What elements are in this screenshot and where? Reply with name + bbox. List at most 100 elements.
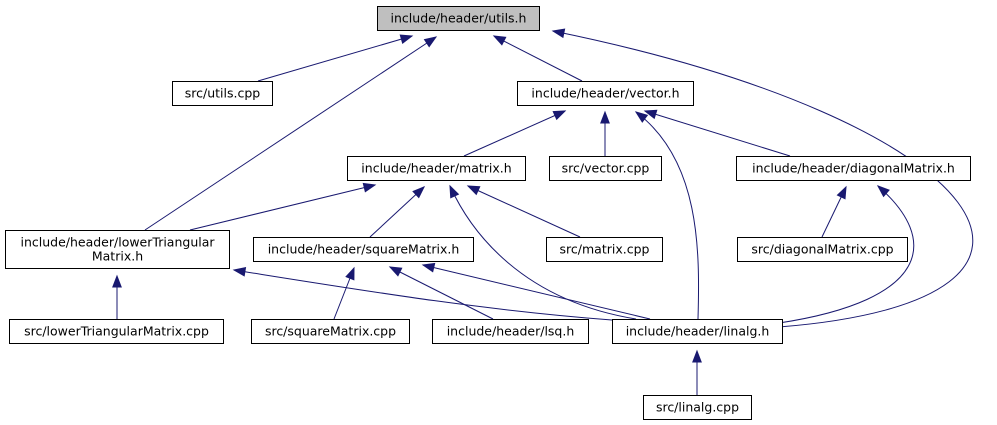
edge-diagonal_cpp-to-diagonal_h: [821, 185, 847, 238]
node-box[interactable]: [9, 319, 224, 344]
node-matrix-cpp[interactable]: src/matrix.cpp: [546, 237, 663, 262]
arrowhead-icon: [362, 182, 377, 193]
edge-line: [644, 110, 791, 157]
node-matrix-h[interactable]: include/header/matrix.h: [347, 156, 526, 181]
node-box[interactable]: [549, 156, 662, 181]
node-box[interactable]: [736, 156, 971, 181]
node-label: include/header/squareMatrix.h: [268, 242, 460, 257]
nodes-layer: include/header/utils.h src/utils.cpp inclu…: [5, 6, 971, 420]
node-lowertri-cpp[interactable]: src/lowerTriangularMatrix.cpp: [9, 319, 224, 344]
arrowhead-icon: [466, 185, 481, 196]
arrowhead-icon: [449, 184, 460, 199]
node-box[interactable]: [347, 156, 526, 181]
edge-line: [778, 185, 915, 324]
edge-linalg_h-to-matrix_h: [449, 184, 637, 320]
edge-linalg_h-to-square_h: [421, 262, 651, 320]
node-square-h[interactable]: include/header/squareMatrix.h: [253, 237, 474, 262]
edge-linalg_cpp-to-linalg_h: [692, 349, 702, 395]
arrowhead-icon: [412, 186, 426, 199]
node-vector-h[interactable]: include/header/vector.h: [517, 81, 694, 106]
edge-line: [257, 35, 413, 82]
edge-line: [463, 110, 566, 157]
edge-lowertri_h-to-utils_h: [144, 36, 438, 231]
node-label: src/vector.cpp: [562, 161, 650, 176]
edge-linalg_h-to-utils_h: [551, 28, 974, 328]
node-diagonal-h[interactable]: include/header/diagonalMatrix.h: [736, 156, 971, 181]
edge-line: [233, 269, 613, 321]
node-label: include/header/lsq.h: [447, 324, 575, 339]
edge-diagonal_h-to-vector_h: [643, 109, 791, 157]
node-lowertri-h[interactable]: include/header/lowerTriangularMatrix.h: [5, 230, 230, 269]
node-box[interactable]: [517, 81, 694, 106]
node-label: include/header/linalg.h: [626, 324, 770, 339]
edge-line: [493, 35, 583, 82]
node-diagonal-cpp[interactable]: src/diagonalMatrix.cpp: [737, 237, 908, 262]
node-label: src/utils.cpp: [185, 86, 261, 101]
node-label: src/matrix.cpp: [560, 242, 650, 257]
arrowhead-icon: [643, 109, 658, 120]
node-box[interactable]: [377, 6, 540, 31]
node-label: include/header/lowerTriangular: [20, 235, 215, 250]
node-box[interactable]: [612, 319, 783, 344]
node-box[interactable]: [253, 237, 474, 262]
edge-line: [144, 36, 437, 231]
node-label: include/header/vector.h: [531, 86, 679, 101]
node-label: src/lowerTriangularMatrix.cpp: [24, 324, 209, 339]
node-linalg-cpp[interactable]: src/linalg.cpp: [643, 395, 752, 420]
edge-line: [552, 30, 974, 328]
arrowhead-icon: [112, 274, 122, 288]
edge-square_h-to-matrix_h: [369, 186, 426, 238]
node-label: src/squareMatrix.cpp: [265, 324, 396, 339]
edge-vector_cpp-to-vector_h: [600, 110, 610, 156]
arrowhead-icon: [345, 266, 355, 281]
arrowhead-icon: [551, 28, 566, 39]
node-vector-cpp[interactable]: src/vector.cpp: [549, 156, 662, 181]
arrowhead-icon: [388, 266, 403, 277]
node-box[interactable]: [546, 237, 663, 262]
node-label: include/header/utils.h: [391, 11, 527, 26]
edge-matrix_cpp-to-matrix_h: [466, 185, 581, 238]
edge-matrix_h-to-vector_h: [463, 110, 567, 157]
edge-linalg_h-to-vector_h: [634, 111, 700, 320]
edge-linalg_h-to-diagonal_h: [778, 185, 915, 324]
edge-line: [369, 186, 425, 238]
arrowhead-icon: [552, 110, 567, 121]
arrowhead-icon: [492, 35, 507, 46]
edge-square_cpp-to-square_h: [333, 266, 355, 320]
node-linalg-h[interactable]: include/header/linalg.h: [612, 319, 783, 344]
edge-vector_h-to-utils_h: [492, 35, 583, 82]
edge-line: [467, 185, 581, 238]
arrowhead-icon: [836, 185, 847, 200]
edge-line: [635, 111, 700, 320]
edges-layer: [112, 28, 974, 395]
node-label: src/linalg.cpp: [656, 400, 739, 415]
edge-line: [449, 185, 637, 320]
edge-line: [422, 264, 651, 320]
edge-line: [389, 266, 494, 320]
node-box[interactable]: [251, 319, 410, 344]
node-square-cpp[interactable]: src/squareMatrix.cpp: [251, 319, 410, 344]
node-utils-h[interactable]: include/header/utils.h: [377, 6, 540, 31]
arrowhead-icon: [600, 110, 610, 124]
node-box[interactable]: [643, 395, 752, 420]
node-lsq-h[interactable]: include/header/lsq.h: [432, 319, 589, 344]
node-box[interactable]: [737, 237, 908, 262]
edge-line: [189, 184, 376, 231]
arrowhead-icon: [634, 111, 649, 123]
node-box[interactable]: [432, 319, 589, 344]
edge-lowertri_cpp-to-lowertri_h: [112, 274, 122, 319]
node-box[interactable]: [172, 81, 273, 106]
node-box[interactable]: [5, 230, 230, 269]
node-label: include/header/matrix.h: [361, 161, 511, 176]
node-utils-cpp[interactable]: src/utils.cpp: [172, 81, 273, 106]
arrowhead-icon: [232, 266, 247, 277]
node-label: include/header/diagonalMatrix.h: [752, 161, 955, 176]
arrowhead-icon: [423, 36, 438, 48]
node-label: src/diagonalMatrix.cpp: [751, 242, 893, 257]
node-label: Matrix.h: [92, 249, 143, 264]
arrowhead-icon: [421, 262, 436, 273]
edge-utils_cpp-to-utils_h: [257, 34, 414, 82]
arrowhead-icon: [876, 185, 890, 198]
arrowhead-icon: [399, 34, 414, 44]
edge-lowertri_h-to-matrix_h: [189, 182, 377, 231]
